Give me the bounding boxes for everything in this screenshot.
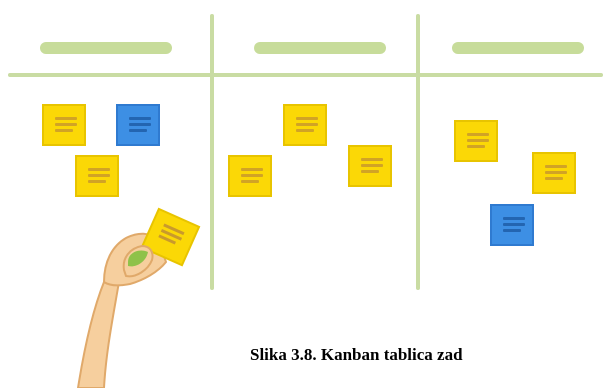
held-sticky-note [140, 207, 201, 267]
sticky-note [532, 152, 576, 194]
sticky-note [228, 155, 272, 197]
column-divider-2 [416, 14, 420, 290]
sticky-note [348, 145, 392, 187]
sticky-note [75, 155, 119, 197]
sticky-note [42, 104, 86, 146]
sticky-note [454, 120, 498, 162]
column-divider-1 [210, 14, 214, 290]
board-header-divider [8, 73, 603, 77]
sticky-note [283, 104, 327, 146]
sticky-note-blue [116, 104, 160, 146]
column-header-done [452, 42, 584, 54]
column-header-todo [40, 42, 172, 54]
column-header-in-progress [254, 42, 386, 54]
figure-caption: Slika 3.8. Kanban tablica zad [250, 345, 463, 364]
sticky-note-blue [490, 204, 534, 246]
